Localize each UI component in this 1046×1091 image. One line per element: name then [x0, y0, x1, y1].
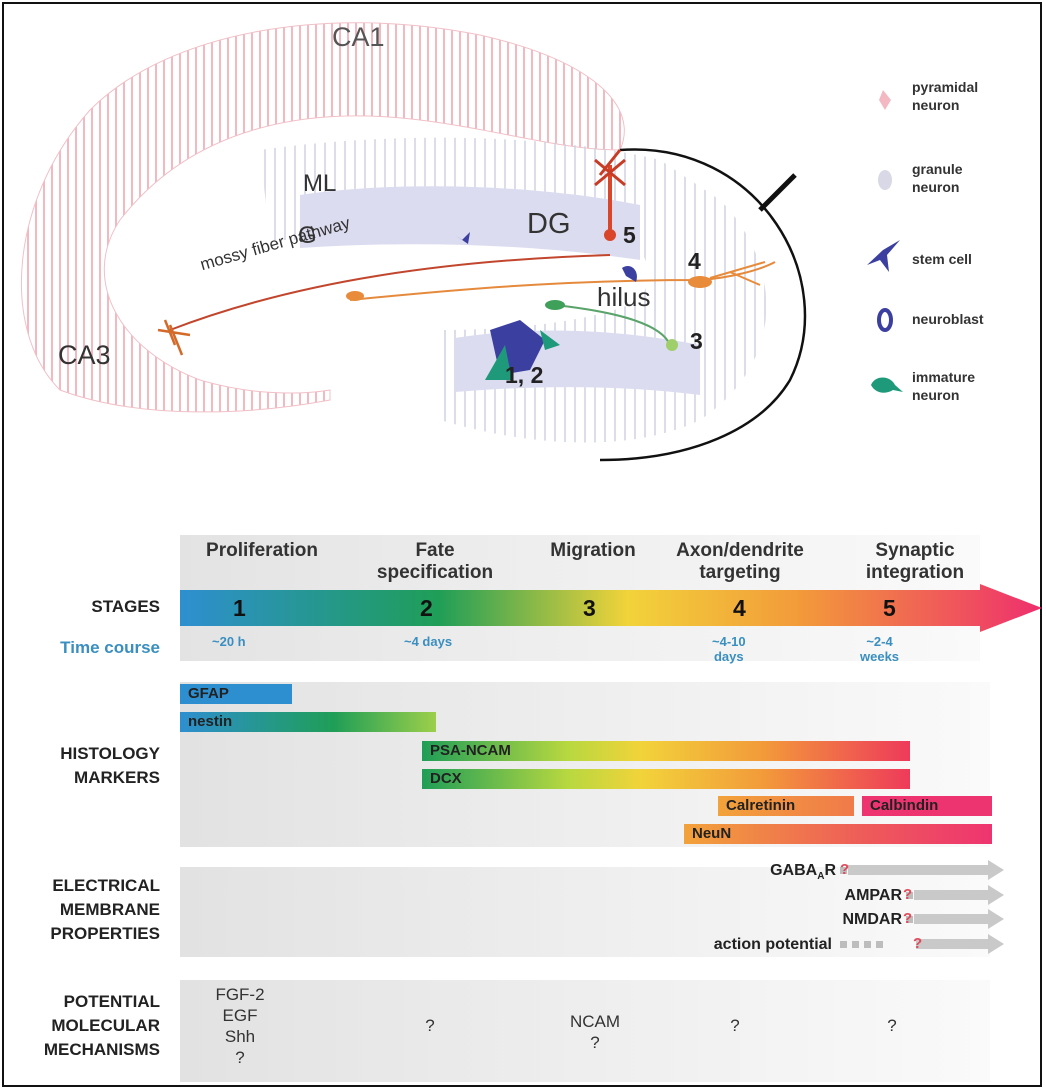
region-g: G — [298, 222, 317, 249]
pyramidal-neuron-icon — [879, 90, 891, 110]
marker-psa-ncam: PSA-NCAM — [422, 741, 910, 761]
mechanisms-panel — [180, 980, 990, 1082]
time-course-label: Time course — [60, 638, 160, 657]
neuroblast-icon — [877, 308, 893, 332]
nmdar-question: ? — [903, 910, 913, 927]
legend-icons — [867, 90, 903, 393]
action-potential-arrow — [840, 934, 1004, 954]
time-course-2: ~4 days — [404, 634, 453, 649]
neuron-5-soma — [604, 229, 616, 241]
mechanism-col-2: ? — [425, 1016, 435, 1035]
prop-ampar: AMPAR — [844, 887, 902, 904]
region-ca3: CA3 — [58, 340, 111, 370]
ampar-arrow — [906, 885, 1004, 905]
marker-calbindin: Calbindin — [862, 796, 992, 816]
region-hilus: hilus — [597, 282, 651, 312]
prop-action-potential: action potential — [713, 936, 832, 953]
marker-nestin: nestin — [180, 712, 436, 732]
electrical-arrows — [840, 860, 1004, 954]
marker-calretinin: Calretinin — [718, 796, 854, 816]
stem-cell-icon — [867, 240, 900, 272]
cell-number-3: 3 — [690, 328, 703, 354]
hilus-boundary — [599, 148, 807, 462]
neuron-3-soma — [666, 339, 678, 351]
stage-number-5: 5 — [883, 595, 896, 621]
hippocampus-diagram — [20, 22, 807, 462]
stage-number-3: 3 — [583, 595, 596, 621]
pyramidal-layer — [20, 22, 625, 413]
immature-neuron-icon — [871, 377, 903, 393]
stages-arrow — [180, 584, 1042, 632]
marker-dcx: DCX — [422, 769, 910, 789]
time-course-1: ~20 h — [212, 634, 246, 649]
mechanism-col-5: ? — [887, 1016, 897, 1035]
marker-neun: NeuN — [684, 824, 992, 844]
mechanism-col-4: ? — [730, 1016, 740, 1035]
ap-question: ? — [913, 935, 923, 952]
cell-number-1-2: 1, 2 — [505, 362, 544, 388]
ca3-pyramidal-cell — [157, 319, 191, 356]
gaba-arrow — [840, 860, 1004, 880]
neuron-4-soma — [688, 276, 712, 288]
axon-orange — [349, 261, 776, 301]
prop-nmdar: NMDAR — [842, 911, 902, 928]
legend-neuroblast: neuroblast — [912, 311, 984, 327]
nmdar-arrow — [906, 909, 1004, 929]
granule-layer-upper — [300, 186, 640, 260]
stage-header-proliferation: Proliferation — [206, 540, 318, 561]
prop-gaba-a-r: GABAAR — [770, 862, 836, 883]
marker-gfap: GFAP — [180, 684, 292, 704]
region-ml: ML — [303, 170, 337, 197]
granule-layer-lower — [455, 330, 700, 395]
mossy-fiber-axon — [169, 254, 611, 331]
stage-number-1: 1 — [233, 595, 246, 621]
histology-panel — [180, 682, 990, 847]
mechanism-col-3: NCAM? — [569, 1012, 621, 1052]
stage-header-migration: Migration — [550, 540, 636, 561]
stage-number-4: 4 — [733, 595, 746, 621]
stage-number-2: 2 — [420, 595, 433, 621]
cell-number-4: 4 — [688, 248, 701, 274]
axon-green — [554, 304, 671, 346]
cell-number-5: 5 — [623, 222, 636, 248]
stages-label: STAGES — [91, 597, 160, 616]
granule-neuron-icon — [878, 170, 892, 190]
region-ca1: CA1 — [332, 22, 385, 52]
region-dg: DG — [527, 208, 571, 240]
ampar-question: ? — [903, 886, 913, 903]
gaba-question: ? — [840, 861, 850, 878]
boundary-tick — [758, 173, 797, 212]
legend-stem-cell: stem cell — [912, 251, 972, 267]
